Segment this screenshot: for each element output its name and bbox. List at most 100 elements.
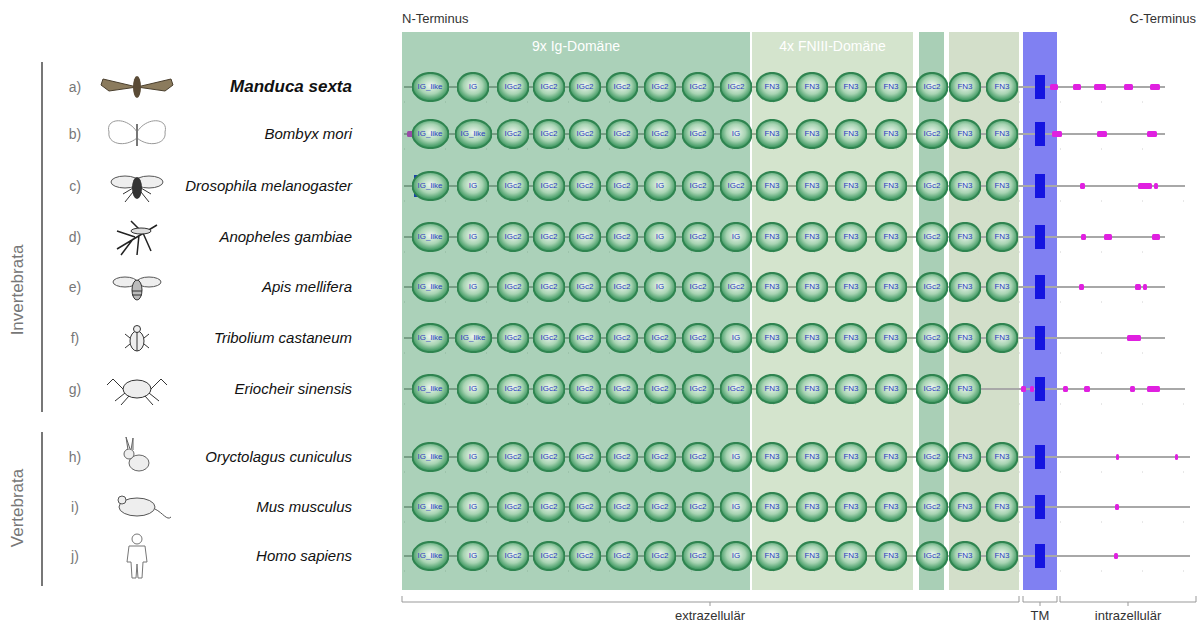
row-letter-holder: d) [69, 228, 81, 246]
domain-label: IG [656, 232, 664, 242]
species-name: Anopheles gambiae [219, 228, 352, 245]
domain-oval: IG_like [412, 171, 449, 201]
domain-label: FN3 [804, 129, 819, 139]
oval-fill [835, 324, 866, 352]
row-letter: d) [69, 229, 81, 245]
domain-label: FN3 [883, 452, 898, 462]
species-name: Drosophila melanogaster [185, 177, 352, 194]
oval-fill [644, 223, 675, 251]
domain-oval: IG_like [412, 442, 449, 472]
domain-label: IGc2 [541, 452, 558, 462]
species-icons [101, 76, 173, 578]
domain-oval: IGc2 [569, 272, 601, 302]
tm-segment [1035, 495, 1045, 519]
domain-oval: IGc2 [644, 323, 676, 353]
domain-oval: IG [644, 171, 676, 201]
domain-oval: IG [644, 222, 676, 252]
domain-oval: IG [720, 222, 752, 252]
oval-fill [875, 443, 906, 471]
motif-mark [1154, 183, 1158, 189]
domain-oval: FN3 [875, 171, 907, 201]
domain-label: FN3 [957, 82, 972, 92]
domain-oval: IGc2 [720, 171, 752, 201]
domain-label: IGc2 [577, 384, 594, 394]
oval-fill [644, 273, 675, 301]
domain-oval: FN3 [875, 222, 907, 252]
motif-mark [1080, 183, 1085, 189]
species-name: Apis mellifera [262, 278, 352, 295]
domain-oval: FN3 [835, 374, 867, 404]
tm-segment [1035, 377, 1045, 401]
domain-label: FN3 [843, 502, 858, 512]
oval-fill [756, 273, 787, 301]
oval-fill [644, 493, 675, 521]
domain-label: IGc2 [652, 551, 669, 561]
oval-fill [875, 172, 906, 200]
domain-oval: IGc2 [682, 374, 714, 404]
region-label: extrazellulär [675, 608, 745, 623]
group-label-holder: Invertebrata [8, 245, 28, 336]
domain-label: FN3 [804, 452, 819, 462]
domain-oval: IGc2 [682, 222, 714, 252]
oval-fill [682, 324, 713, 352]
domain-oval: IG_like [412, 222, 449, 252]
domain-oval: FN3 [835, 119, 867, 149]
domain-label: IGc2 [728, 384, 745, 394]
species-icon [101, 76, 173, 98]
domain-label: FN3 [804, 181, 819, 191]
domain-oval: IGc2 [569, 492, 601, 522]
domain-oval: IGc2 [569, 541, 601, 571]
domain-label: FN3 [957, 333, 972, 343]
row-letter-holder: i) [71, 498, 79, 516]
domain-label: IG_like [418, 333, 443, 343]
domain-label: FN3 [843, 82, 858, 92]
domain-oval: FN3 [949, 541, 981, 571]
domain-label: FN3 [994, 82, 1009, 92]
domain-oval: IG [457, 541, 489, 571]
domain-oval: FN3 [949, 492, 981, 522]
domain-label: FN3 [764, 384, 779, 394]
oval-fill [412, 120, 448, 148]
oval-fill [457, 73, 488, 101]
oval-fill [796, 73, 827, 101]
domain-label: IG [469, 452, 477, 462]
domain-label: IGc2 [541, 129, 558, 139]
domain-label: IGc2 [541, 82, 558, 92]
domain-label: IGc2 [690, 129, 707, 139]
oval-fill [682, 273, 713, 301]
domain-label: FN3 [883, 551, 898, 561]
tm-segment [1035, 225, 1045, 249]
domain-label: FN3 [764, 82, 779, 92]
oval-fill [455, 120, 491, 148]
motif-mark [1127, 335, 1141, 341]
oval-fill [720, 493, 751, 521]
domain-label: IGc2 [614, 452, 631, 462]
oval-fill [497, 172, 528, 200]
domain-label: FN3 [804, 282, 819, 292]
species-icon [117, 221, 157, 255]
domain-oval: FN3 [756, 541, 788, 571]
oval-fill [875, 324, 906, 352]
oval-fill [949, 542, 980, 570]
oval-fill [875, 542, 906, 570]
domain-label: IG_like [418, 282, 443, 292]
domain-oval: IGc2 [533, 72, 565, 102]
oval-fill [916, 273, 947, 301]
domain-label: IGc2 [505, 282, 522, 292]
domain-oval: FN3 [986, 541, 1018, 571]
tm-segment [1035, 75, 1045, 99]
oval-fill [949, 324, 980, 352]
domain-oval: IGc2 [916, 222, 948, 252]
domain-label: FN3 [957, 452, 972, 462]
domain-label: IGc2 [577, 82, 594, 92]
domain-oval: FN3 [949, 222, 981, 252]
oval-fill [916, 443, 947, 471]
domain-oval: FN3 [835, 72, 867, 102]
motif-mark [1079, 284, 1084, 290]
domain-label: FN3 [994, 452, 1009, 462]
domain-oval: IGc2 [682, 72, 714, 102]
domain-label: FN3 [957, 384, 972, 394]
species-name: Eriocheir sinensis [234, 380, 352, 397]
oval-fill [875, 493, 906, 521]
domain-label: IGc2 [652, 502, 669, 512]
